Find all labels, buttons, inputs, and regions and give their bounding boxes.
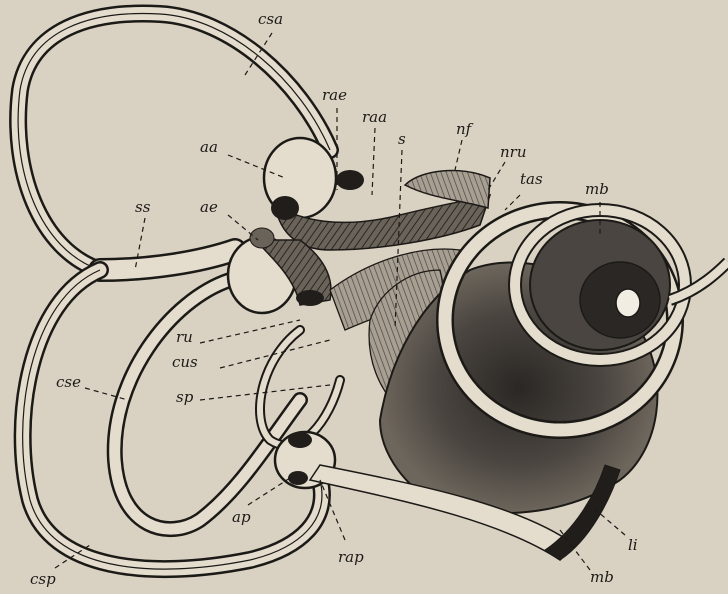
label-mb-bottom: mb xyxy=(590,570,614,585)
common-crus xyxy=(100,250,235,270)
label-mb-top: mb xyxy=(585,182,609,197)
label-tas: tas xyxy=(520,172,543,187)
label-ae: ae xyxy=(200,200,218,215)
label-ap: ap xyxy=(232,510,251,525)
leader-raa xyxy=(372,128,375,195)
leader-ap xyxy=(248,478,290,505)
label-ru: ru xyxy=(176,330,193,345)
label-s: s xyxy=(398,132,406,147)
label-nf: nf xyxy=(456,122,471,137)
leader-nru xyxy=(488,162,505,190)
label-sp: sp xyxy=(176,390,193,405)
leader-tas xyxy=(505,195,520,210)
label-raa: raa xyxy=(362,110,387,125)
label-csa: csa xyxy=(258,12,283,27)
label-ss: ss xyxy=(135,200,150,215)
label-aa: aa xyxy=(200,140,218,155)
label-cus: cus xyxy=(172,355,198,370)
leader-nf xyxy=(455,140,462,170)
label-cse: cse xyxy=(56,375,81,390)
label-rap: rap xyxy=(338,550,364,565)
label-rae: rae xyxy=(322,88,347,103)
label-li: li xyxy=(628,538,638,553)
label-csp: csp xyxy=(30,572,56,587)
facial-nerve-bundle xyxy=(405,171,490,208)
lateral-semicircular-canal xyxy=(115,280,300,529)
label-nru: nru xyxy=(500,145,527,160)
